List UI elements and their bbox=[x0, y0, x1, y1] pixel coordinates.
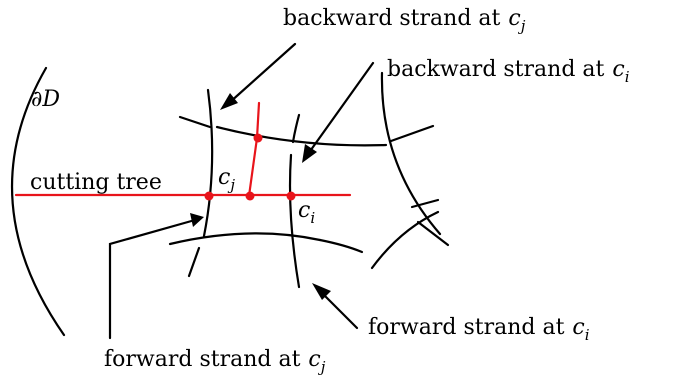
arrowhead-backward-cj bbox=[220, 93, 238, 110]
bottom-strand-right bbox=[318, 238, 364, 254]
strand-cj bbox=[202, 88, 214, 238]
arrowhead-backward-ci bbox=[302, 144, 317, 163]
label-forward-cj: forward strand at cj bbox=[104, 347, 326, 376]
crossing-label-ci: ci bbox=[298, 198, 315, 227]
bottom-strand-main bbox=[168, 232, 322, 246]
crossing-label-cj: cj bbox=[218, 165, 235, 194]
strand-ci-upper bbox=[291, 113, 301, 144]
tree-node-dot bbox=[245, 191, 255, 201]
crossing-dot-cj bbox=[204, 191, 214, 201]
arrowhead-forward-ci bbox=[312, 283, 331, 300]
arrow-backward-ci bbox=[306, 61, 375, 156]
right-strand-cross bbox=[416, 220, 450, 247]
strand-ci bbox=[288, 153, 301, 289]
cutting-tree-rung bbox=[255, 101, 261, 140]
strand-cj-lower bbox=[187, 246, 201, 278]
cutting-tree-branch bbox=[247, 136, 259, 198]
right-strand-upper bbox=[380, 71, 442, 236]
cutting-tree-label: cutting tree bbox=[30, 170, 162, 195]
right-strand-lower bbox=[370, 210, 440, 270]
label-backward-ci: backward strand at ci bbox=[387, 57, 630, 86]
top-strand-main bbox=[215, 125, 388, 147]
arrowhead-forward-cj bbox=[190, 213, 204, 227]
arrow-forward-cj bbox=[108, 218, 197, 340]
arrow-backward-cj bbox=[227, 42, 297, 105]
boundary-label: ∂D bbox=[31, 87, 60, 112]
label-backward-cj: backward strand at cj bbox=[283, 6, 526, 35]
right-strand-tick bbox=[410, 198, 440, 209]
arrow-forward-ci bbox=[318, 289, 359, 330]
tree-upper-dot bbox=[253, 133, 263, 143]
crossing-dot-ci bbox=[286, 191, 296, 201]
top-strand-right bbox=[389, 124, 435, 143]
top-strand-left bbox=[178, 115, 212, 129]
label-forward-ci: forward strand at ci bbox=[368, 315, 590, 344]
boundary-arc bbox=[10, 66, 66, 337]
